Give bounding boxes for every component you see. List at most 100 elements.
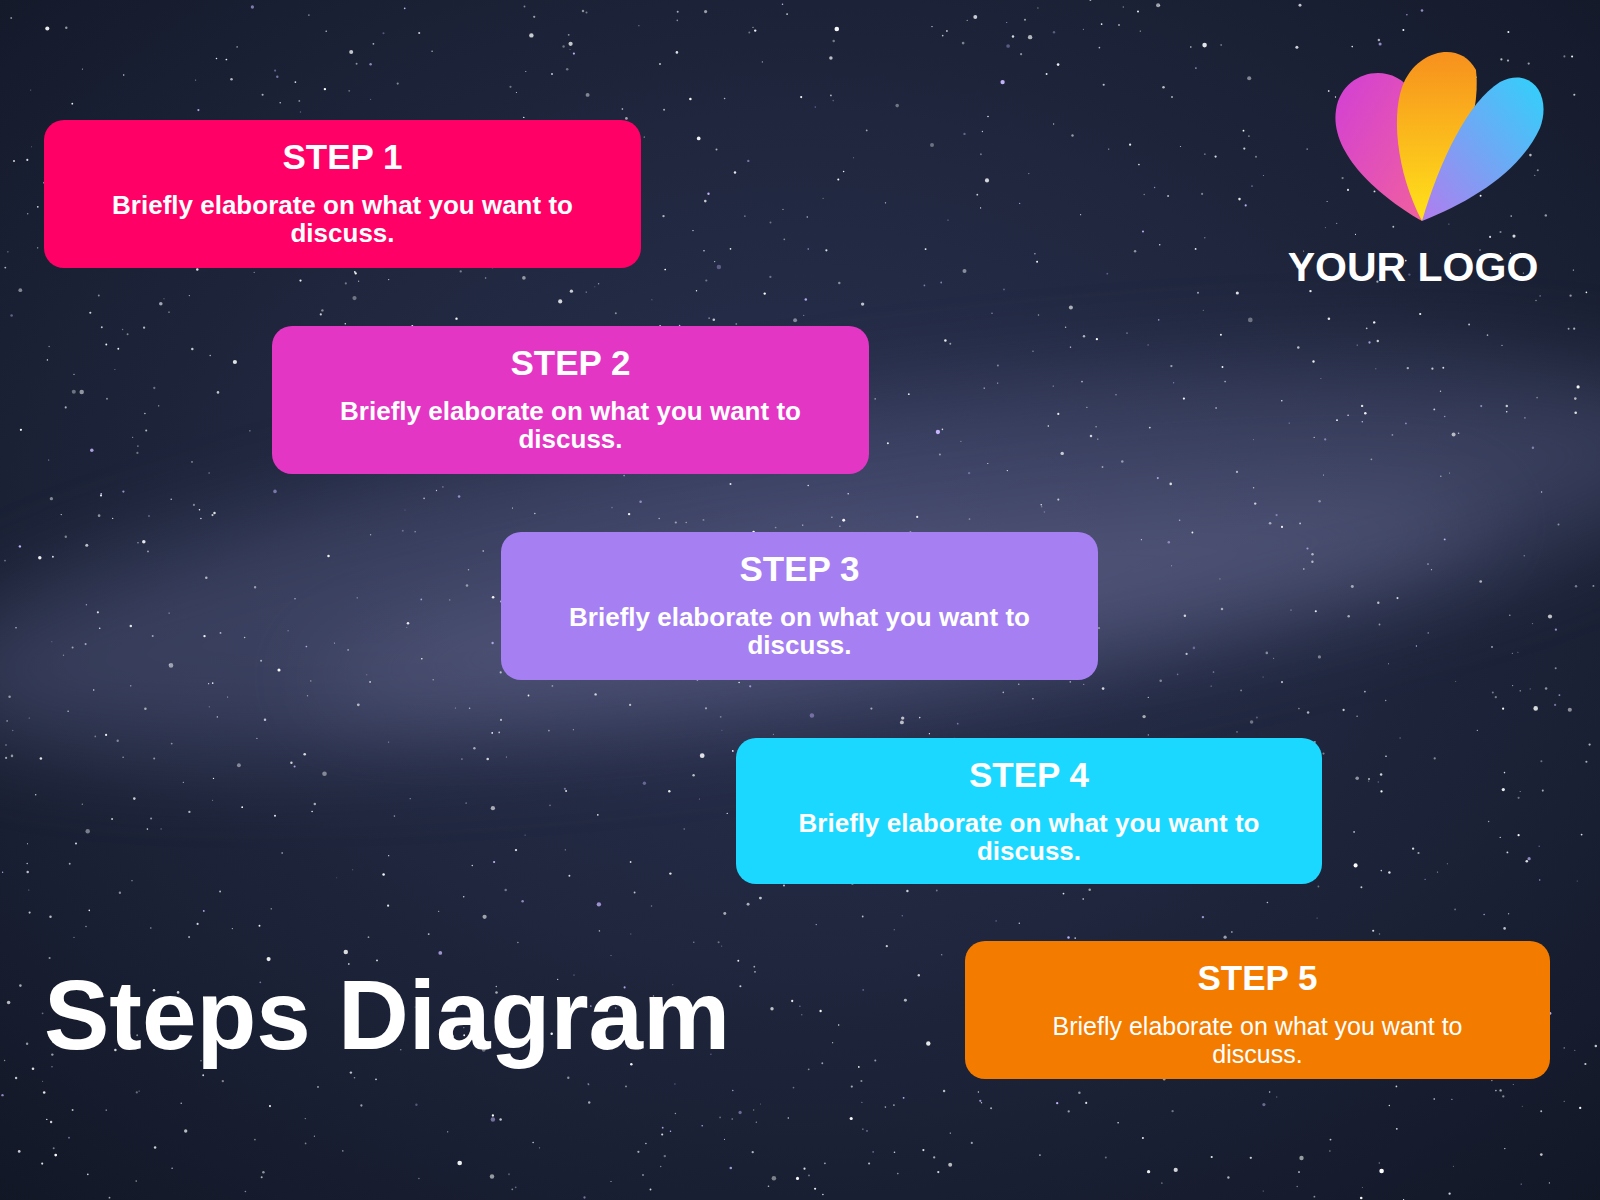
star: [455, 318, 457, 320]
star: [1506, 405, 1508, 407]
star: [861, 302, 864, 305]
star: [808, 1068, 810, 1070]
star: [597, 814, 599, 816]
star: [747, 903, 750, 906]
star: [1195, 248, 1197, 250]
star: [692, 230, 693, 231]
star: [1372, 930, 1374, 932]
star: [127, 333, 129, 335]
star: [1588, 743, 1590, 745]
star: [1431, 368, 1433, 370]
star: [72, 647, 74, 649]
star: [347, 649, 348, 650]
star: [7, 1001, 11, 1005]
star: [1180, 146, 1181, 147]
star: [1329, 1150, 1330, 1151]
step-heading: STEP 3: [740, 549, 860, 589]
star: [872, 1151, 873, 1152]
star: [716, 148, 718, 150]
star: [1243, 130, 1245, 132]
star: [515, 1186, 517, 1188]
star: [732, 1090, 733, 1091]
star: [887, 442, 889, 444]
star: [793, 1087, 795, 1089]
star: [295, 81, 297, 83]
star: [131, 880, 132, 881]
star: [69, 863, 71, 865]
star: [522, 276, 526, 280]
star: [1325, 227, 1326, 228]
star: [1085, 1102, 1087, 1104]
star: [737, 960, 739, 962]
star: [703, 250, 705, 252]
star: [1502, 1095, 1504, 1097]
star: [47, 359, 48, 360]
star: [143, 327, 145, 329]
star: [1380, 790, 1382, 792]
star: [1204, 237, 1205, 238]
star: [760, 1103, 761, 1104]
star: [1254, 502, 1256, 504]
star: [957, 723, 959, 725]
star: [431, 50, 433, 52]
star: [1039, 1154, 1041, 1156]
star: [49, 957, 51, 959]
star: [1509, 614, 1511, 616]
star: [196, 268, 198, 270]
star: [1554, 704, 1556, 706]
star: [699, 798, 700, 799]
star: [499, 1118, 501, 1120]
star: [659, 63, 661, 65]
star: [565, 849, 566, 850]
star: [1221, 608, 1224, 611]
star: [1267, 902, 1269, 904]
star: [570, 290, 573, 293]
star: [1458, 433, 1460, 435]
star: [720, 716, 722, 718]
star: [1375, 368, 1376, 369]
star: [622, 108, 624, 110]
star: [509, 86, 511, 88]
milky-way-core: [296, 447, 1504, 753]
star: [1571, 55, 1573, 57]
star: [1201, 193, 1203, 195]
star: [65, 27, 67, 29]
star: [1379, 933, 1381, 935]
star: [1295, 46, 1298, 49]
star: [1297, 346, 1300, 349]
star: [324, 88, 326, 90]
star: [334, 643, 335, 644]
star: [65, 536, 67, 538]
logo-text: YOUR LOGO: [1288, 244, 1539, 291]
star: [860, 1080, 862, 1082]
star: [1097, 438, 1098, 439]
star: [491, 806, 495, 810]
star: [866, 1130, 867, 1131]
star: [1115, 394, 1117, 396]
star: [1028, 35, 1032, 39]
star: [677, 20, 679, 22]
star: [718, 941, 720, 943]
star: [10, 314, 13, 317]
star: [1074, 937, 1076, 939]
star: [1296, 1186, 1297, 1187]
star: [38, 556, 41, 559]
star: [588, 1084, 589, 1085]
star: [308, 14, 310, 16]
star: [1362, 421, 1364, 423]
star: [1529, 154, 1532, 157]
star: [279, 102, 281, 104]
star: [1275, 514, 1277, 516]
star: [1495, 1090, 1497, 1092]
star: [651, 299, 652, 300]
star: [1020, 53, 1022, 55]
star: [254, 272, 255, 273]
star: [287, 630, 288, 631]
star: [772, 1176, 777, 1181]
star: [1504, 1148, 1505, 1149]
star: [847, 493, 849, 495]
star: [803, 1168, 805, 1170]
star: [300, 111, 301, 112]
star: [1170, 365, 1172, 367]
